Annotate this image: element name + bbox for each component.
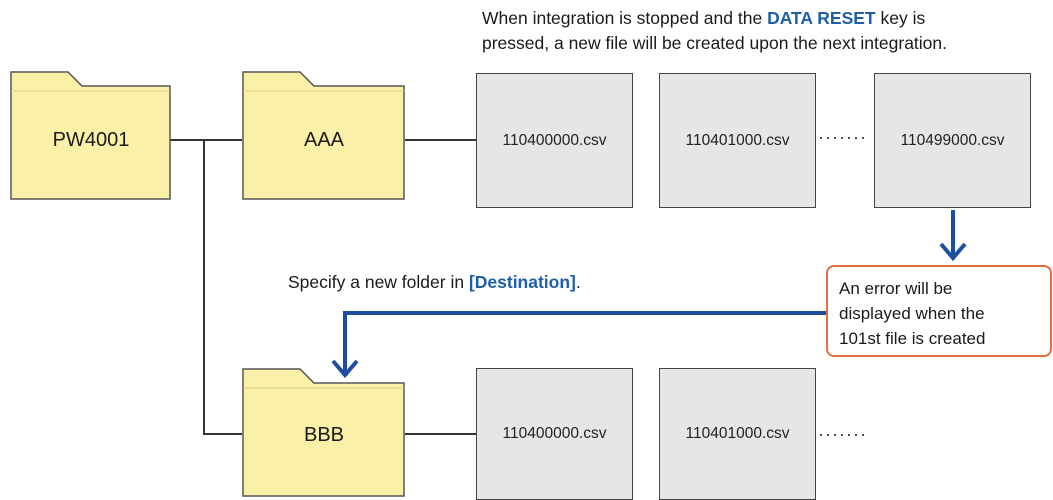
folder-icon [242, 71, 405, 200]
top-note-text: When integration is stopped and the [482, 8, 768, 28]
error-line2: displayed when the [839, 304, 985, 323]
middle-note-period: . [575, 272, 581, 292]
destination-keyword: [Destination] [468, 272, 576, 292]
connector-vertical-trunk [203, 139, 205, 435]
file-aaa-1[interactable]: 110400000.csv [476, 73, 633, 208]
error-line1: An error will be [839, 279, 953, 298]
folder-label-aaa: AAA [303, 129, 345, 151]
file-bbb-1[interactable]: 110400000.csv [476, 368, 633, 500]
error-callout: An error will be displayed when the 101s… [826, 265, 1052, 357]
folder-icon [242, 368, 405, 497]
file-aaa-3[interactable]: 110499000.csv [874, 73, 1031, 208]
arrow-down-icon [939, 210, 967, 262]
folder-aaa[interactable]: AAA [242, 71, 406, 201]
ellipsis-aaa: ······· [818, 127, 867, 147]
connector-bbb-to-files [405, 433, 476, 435]
folder-label-bbb: BBB [303, 424, 345, 446]
folder-icon [10, 71, 171, 200]
folder-bbb[interactable]: BBB [242, 368, 406, 498]
connector-aaa-to-files [405, 139, 476, 141]
top-note-line1: When integration is stopped and the DATA… [482, 6, 947, 31]
folder-pw4001[interactable]: PW4001 [10, 71, 172, 201]
ellipsis-bbb: ······· [818, 424, 867, 444]
top-note: When integration is stopped and the DATA… [482, 6, 947, 56]
error-line3: 101st file is created [839, 329, 986, 348]
arrow-to-new-folder-icon [331, 311, 826, 379]
file-bbb-2[interactable]: 110401000.csv [659, 368, 816, 500]
middle-note-text: Specify a new folder in [288, 272, 469, 292]
top-note-line2: pressed, a new file will be created upon… [482, 33, 948, 53]
file-aaa-2[interactable]: 110401000.csv [659, 73, 816, 208]
connector-trunk-to-bbb [203, 433, 242, 435]
middle-note: Specify a new folder in [Destination]. [288, 270, 581, 295]
data-reset-keyword: DATA RESET [767, 8, 876, 28]
top-note-text-after: key is [875, 8, 926, 28]
connector-root-to-aaa [170, 139, 242, 141]
folder-label-pw4001: PW4001 [52, 129, 130, 151]
